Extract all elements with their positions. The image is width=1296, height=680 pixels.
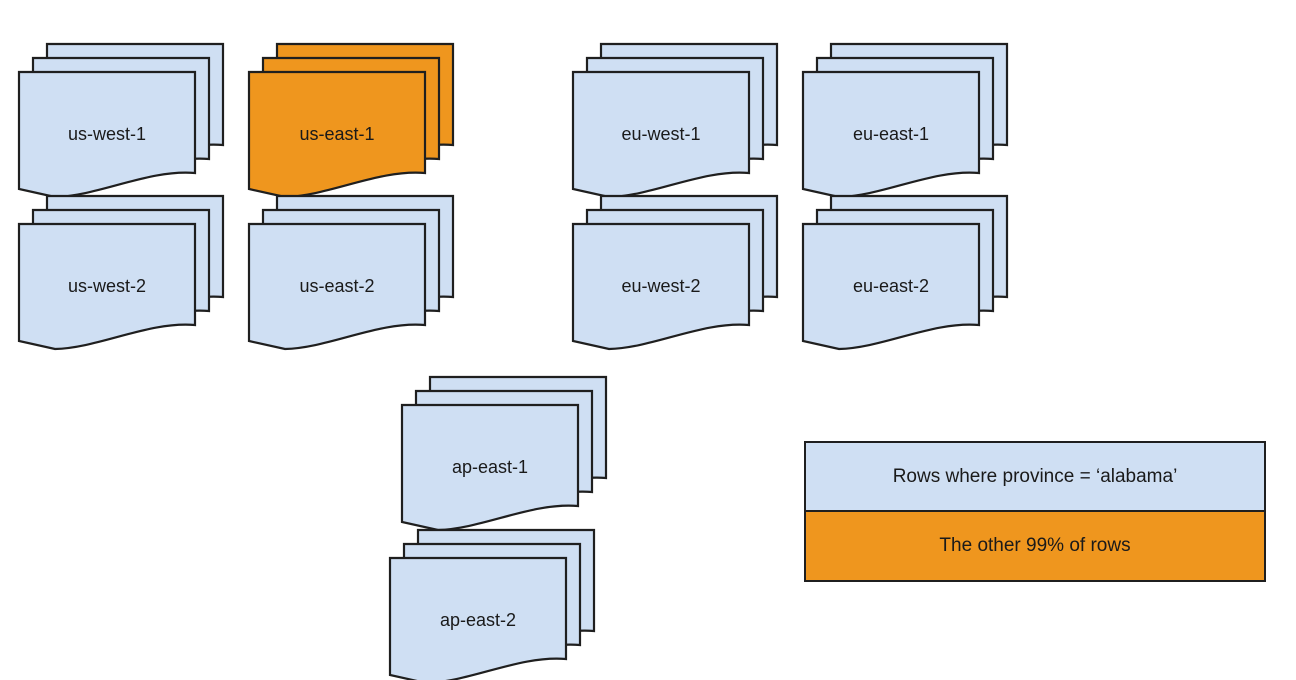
document-stack-shape-us-west-1 (17, 42, 225, 199)
document-page-eu-east-2-1 (801, 222, 981, 351)
document-page-eu-west-1-1 (571, 70, 751, 199)
document-stack-ap-east-1[interactable]: ap-east-1 (400, 375, 620, 532)
document-stack-us-east-2[interactable]: us-east-2 (247, 194, 467, 351)
document-stack-eu-west-1[interactable]: eu-west-1 (571, 42, 791, 199)
document-page-us-west-1-1 (17, 70, 197, 199)
document-stack-eu-west-2[interactable]: eu-west-2 (571, 194, 791, 351)
document-page-us-east-1-1 (247, 70, 427, 199)
document-page-ap-east-2-1 (388, 556, 568, 680)
document-stack-us-west-1[interactable]: us-west-1 (17, 42, 237, 199)
document-stack-shape-eu-east-2 (801, 194, 1009, 351)
document-page-us-west-2-1 (17, 222, 197, 351)
document-stack-shape-ap-east-1 (400, 375, 608, 532)
document-stack-eu-east-2[interactable]: eu-east-2 (801, 194, 1021, 351)
document-stack-shape-eu-west-1 (571, 42, 779, 199)
document-stack-us-west-2[interactable]: us-west-2 (17, 194, 237, 351)
document-stack-shape-eu-east-1 (801, 42, 1009, 199)
document-stack-shape-ap-east-2 (388, 528, 596, 680)
legend-label-legend-blue: Rows where province = ‘alabama’ (892, 465, 1178, 487)
legend-label-legend-orange: The other 99% of rows (939, 535, 1131, 556)
document-page-eu-east-1-1 (801, 70, 981, 199)
document-stack-shape-us-east-1 (247, 42, 455, 199)
legend: Rows where province = ‘alabama’ The other… (804, 441, 1266, 582)
document-page-us-east-2-1 (247, 222, 427, 351)
document-stack-shape-us-west-2 (17, 194, 225, 351)
document-stack-eu-east-1[interactable]: eu-east-1 (801, 42, 1021, 199)
legend-row-legend-blue: Rows where province = ‘alabama’ (806, 443, 1264, 512)
document-page-ap-east-1-1 (400, 403, 580, 532)
document-stack-us-east-1[interactable]: us-east-1 (247, 42, 467, 199)
document-page-eu-west-2-1 (571, 222, 751, 351)
document-stack-shape-eu-west-2 (571, 194, 779, 351)
document-stack-ap-east-2[interactable]: ap-east-2 (388, 528, 608, 680)
document-stack-shape-us-east-2 (247, 194, 455, 351)
legend-row-legend-orange: The other 99% of rows (806, 512, 1264, 580)
